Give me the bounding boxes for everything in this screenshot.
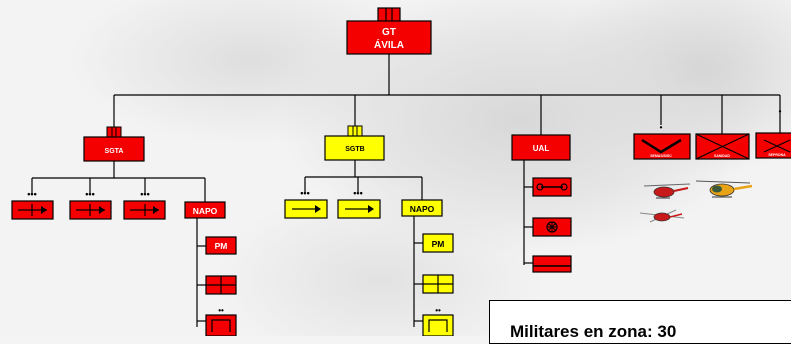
sgta-node[interactable]: SGTA [83, 126, 145, 162]
napo-b-pm-label: PM [432, 239, 445, 249]
chevron-icon [641, 138, 682, 154]
air-unit-b[interactable]: SANIDAD [695, 133, 750, 160]
bracket-icon [211, 319, 231, 332]
ual-node[interactable]: UAL [511, 134, 571, 161]
info-text: Militares en zona: 30 [510, 322, 677, 341]
hq-box [346, 20, 432, 55]
napo-b-bracket-unit[interactable]: •• [422, 306, 454, 336]
arrow-cross-icon [76, 204, 105, 216]
helicopter-icon [643, 183, 691, 199]
sgta-platoon-2[interactable]: ••• [69, 189, 112, 220]
sgtb-platoon-1[interactable]: ••• [284, 188, 328, 219]
cross-icon [206, 276, 236, 294]
sgta-platoon-1[interactable]: ••• [11, 189, 54, 220]
arrow-cross-icon [130, 204, 159, 216]
napo-a-node[interactable]: NAPO [184, 201, 226, 219]
arrow-cross-icon [18, 204, 47, 216]
napo-b-label: NAPO [410, 204, 435, 214]
hq-node[interactable]: GT ÁVILA [346, 7, 432, 55]
napo-a-pm[interactable]: PM [205, 236, 237, 255]
sgtb-box [324, 135, 385, 161]
terrain-background [0, 0, 791, 336]
napo-a-bracket-unit[interactable]: •• [205, 306, 237, 336]
sgtb-node[interactable]: SGTB [324, 125, 385, 161]
info-panel: Militares en zona: 30 [489, 300, 791, 344]
echelon-dots: ••• [353, 188, 362, 198]
napo-a-cross-unit[interactable] [205, 275, 237, 295]
echelon-dots: ••• [27, 189, 36, 199]
echelon-dots: •• [435, 306, 441, 315]
bracket-icon [428, 319, 448, 332]
napo-b-node[interactable]: NAPO [401, 199, 443, 217]
cross-icon [423, 275, 453, 293]
sgta-box [83, 136, 145, 162]
echelon-dots: ••• [300, 188, 309, 198]
org-chart: GT ÁVILA SGTA ••• ••• [11, 7, 791, 336]
sgtb-label: SGTB [345, 146, 364, 153]
ual-supply-unit[interactable] [532, 255, 572, 273]
arrow-right-icon [292, 205, 321, 213]
napo-b-pm[interactable]: PM [422, 233, 454, 253]
sgtb-platoon-2[interactable]: ••• [337, 188, 381, 219]
sgta-label: SGTA [105, 148, 124, 155]
napo-b-cross-unit[interactable] [422, 274, 454, 294]
ual-label: UAL [533, 144, 550, 153]
echelon-dots: ••• [85, 189, 94, 199]
helicopter-icon [695, 180, 753, 198]
echelon-dots: • [779, 107, 782, 116]
hq-echelon-mark [377, 7, 401, 22]
air-unit-b-label: SANIDAD [714, 154, 730, 158]
sgta-platoon-3[interactable]: ••• [123, 189, 166, 220]
wrench-icon [536, 183, 568, 191]
ual-maintenance-unit[interactable] [532, 177, 572, 197]
air-unit-c-label: SEPRONA [768, 153, 786, 157]
air-unit-a[interactable]: • SEMAS/S/SC [633, 123, 691, 160]
arrow-right-icon [345, 205, 374, 213]
echelon-dots: • [660, 123, 663, 132]
ual-medical-unit[interactable] [532, 217, 572, 237]
ual-box [511, 134, 571, 161]
echelon-dots: ••• [140, 189, 149, 199]
medical-icon [546, 221, 558, 233]
air-unit-c[interactable]: • SEPRONA [755, 107, 791, 159]
echelon-dots: •• [218, 306, 224, 315]
air-unit-a-label: SEMAS/S/SC [650, 154, 672, 158]
helicopter-icon [639, 209, 685, 223]
napo-a-pm-label: PM [215, 241, 228, 251]
napo-a-label: NAPO [193, 206, 218, 216]
hq-line2: ÁVILA [374, 38, 404, 51]
hq-line1: GT [382, 27, 396, 38]
